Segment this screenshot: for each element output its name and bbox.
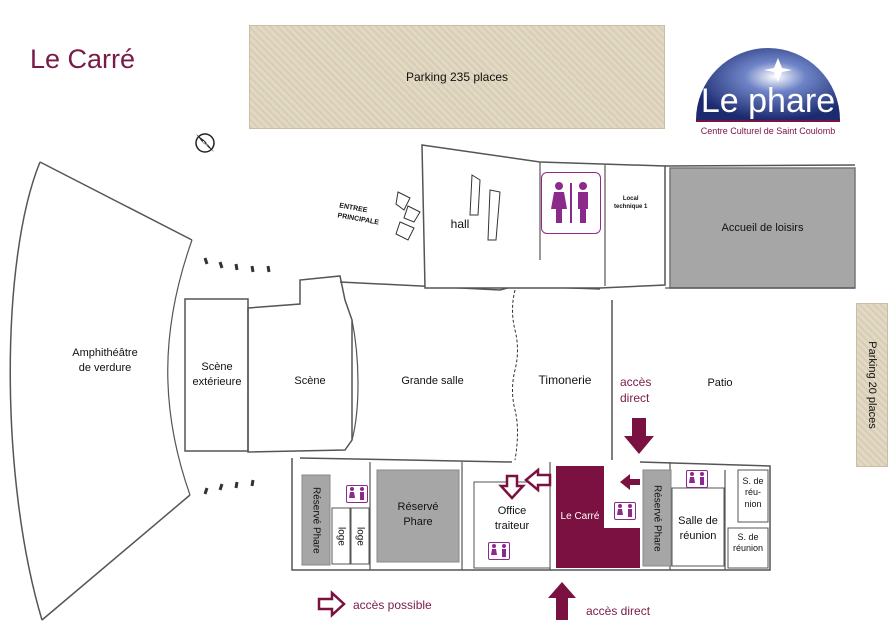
access-direct-bottom-label: accès direct <box>586 604 651 618</box>
reserve-mid-line2: Phare <box>403 515 433 528</box>
parking-main: Parking 235 places <box>249 25 665 129</box>
room-office-traiteur: Office traiteur <box>474 504 550 534</box>
office-line2: traiteur <box>494 519 530 532</box>
amphitheatre-line1: Amphithéâtre <box>72 347 138 359</box>
access-direct-mid-line2: direct <box>620 391 650 406</box>
access-direct-mid: accès direct <box>620 374 651 406</box>
svg-text:N: N <box>202 140 208 149</box>
restroom-icon <box>346 485 368 503</box>
salle-reunion-line1: Salle de <box>678 515 718 527</box>
local-technique-line2: technique 1 <box>614 203 648 210</box>
parking-side: Parking 20 places <box>856 303 888 467</box>
room-patio: Patio <box>707 377 733 389</box>
room-reserve-phare-mid: Réservé Phare <box>377 500 459 530</box>
room-hall: hall <box>450 217 470 231</box>
parking-main-label: Parking 235 places <box>405 70 509 84</box>
reserve-mid-line1: Réservé <box>397 501 439 513</box>
s-reunion-top-line3: nion <box>744 498 762 509</box>
room-salle-reunion: Salle de réunion <box>672 514 724 544</box>
scene-ext-line2: extérieure <box>192 375 242 388</box>
amphitheatre-line2: de verdure <box>78 361 132 374</box>
logo-subtitle: Centre Culturel de Saint Coulomb <box>701 126 836 136</box>
room-s-reunion-top: S. de réu- nion <box>738 476 768 510</box>
compass-icon: N <box>190 128 220 158</box>
local-technique-line1: Local <box>622 196 639 202</box>
s-reunion-top-line1: S. de <box>742 476 764 486</box>
room-amphitheatre: Amphithéâtre de verdure <box>50 346 160 376</box>
local-technique-label: Local technique 1 <box>614 196 647 212</box>
room-loge-1: loge <box>335 526 347 546</box>
logo-text: Le phare <box>701 82 835 120</box>
restroom-icon <box>614 502 636 520</box>
scene-ext-line1: Scène <box>201 361 233 373</box>
s-reunion-top-line2: réu- <box>744 487 761 498</box>
room-loge-2: loge <box>354 526 366 546</box>
access-possible-label: accès possible <box>353 598 432 612</box>
room-scene: Scène <box>294 375 326 387</box>
room-grande-salle: Grande salle <box>401 375 464 387</box>
salle-reunion-line2: réunion <box>679 529 717 542</box>
room-reserve-phare-left: Réservé Phare <box>310 486 322 554</box>
logo: Le phare Centre Culturel de Saint Coulom… <box>688 20 848 142</box>
s-reunion-bottom-line1: S. de <box>737 532 759 542</box>
page-title: Le Carré <box>30 44 136 74</box>
room-accueil-loisirs: Accueil de loisirs <box>721 222 804 234</box>
room-scene-exterieure: Scène extérieure <box>186 360 248 390</box>
s-reunion-bottom-line2: réunion <box>732 543 764 554</box>
room-reserve-phare-right: Réservé Phare <box>651 484 663 552</box>
office-line1: Office <box>497 505 527 517</box>
restroom-icon <box>541 172 601 234</box>
room-le-carre: Le Carré <box>560 511 600 522</box>
room-s-reunion-bottom: S. de réunion <box>728 532 768 555</box>
restroom-icon <box>488 542 510 560</box>
access-direct-mid-line1: accès <box>620 375 652 389</box>
room-timonerie: Timonerie <box>538 373 592 387</box>
restroom-icon <box>686 470 708 488</box>
